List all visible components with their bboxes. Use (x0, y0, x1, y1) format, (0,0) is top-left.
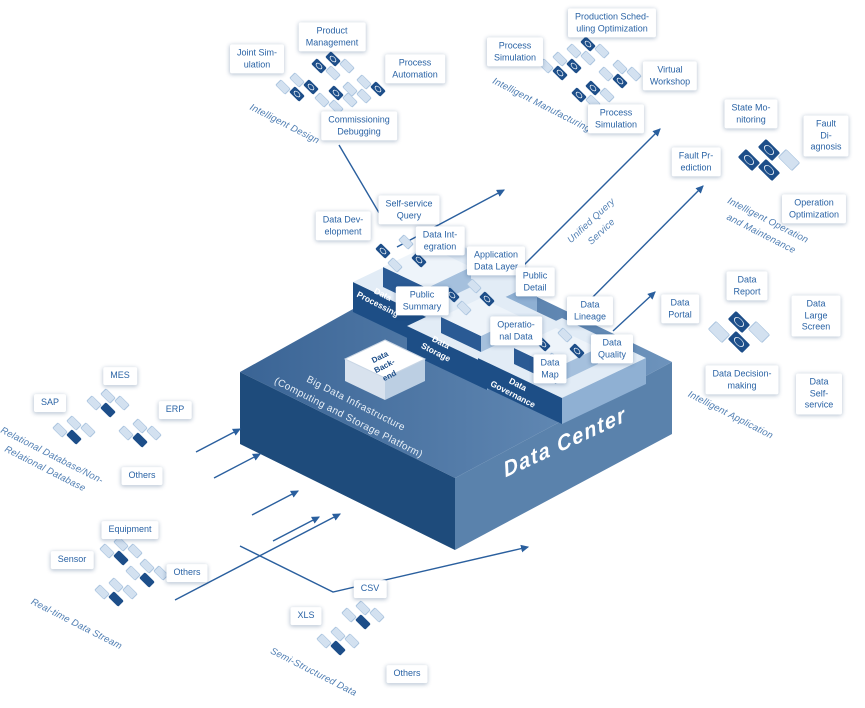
flow-arrow (612, 291, 656, 332)
block-face (383, 246, 471, 288)
flow-arrow (272, 516, 320, 542)
label-others-relational: Others (121, 467, 163, 485)
flow-arrow (396, 189, 505, 248)
label-application-data-layer: Application Data Layer (466, 246, 526, 276)
flow-arrow (574, 185, 704, 316)
label-process-automation: Process Automation (385, 54, 445, 84)
label-sensor: Sensor (50, 551, 94, 569)
label-production-scheduling-optimization: Production Sched- uling Optimization (567, 8, 657, 38)
flow-arrow (174, 513, 341, 601)
block-face (385, 359, 425, 400)
block-face (441, 317, 481, 352)
label-others-semi: Others (386, 665, 428, 683)
label-process-simulation-2: Process Simulation (587, 104, 645, 134)
label-others-realtime: Others (166, 564, 208, 582)
label-xls: XLS (290, 607, 322, 625)
label-process-simulation-1: Process Simulation (486, 37, 544, 67)
label-csv: CSV (353, 580, 387, 598)
block-face (407, 326, 487, 390)
label-data-lineage: Data Lineage (566, 296, 614, 326)
label-data-quality: Data Quality (590, 334, 634, 364)
flow-line (338, 144, 386, 224)
block-face (345, 359, 385, 400)
label-operation-optimization: Operation Optimization (781, 194, 847, 224)
label-data-integration: Data Int- egration (415, 226, 465, 256)
label-fault-prediction: Fault Pr- ediction (671, 147, 721, 177)
flow-arrow (251, 490, 299, 516)
block-face (478, 358, 562, 424)
flow-arrow (213, 453, 261, 479)
label-fault-diagnosis: Fault Di- agnosis (803, 115, 849, 157)
flow-arrow (517, 128, 661, 272)
label-sap: SAP (33, 394, 67, 412)
label-data-report: Data Report (726, 271, 768, 301)
label-data-development: Data Dev- elopment (315, 211, 371, 241)
flow-arrow (239, 544, 530, 593)
label-state-monitoring: State Mo- nitoring (724, 99, 778, 129)
platform-right-face (455, 362, 672, 550)
block-data-backend (343, 339, 427, 400)
label-public-detail: Public Detail (515, 267, 555, 297)
label-self-service-query: Self-service Query (378, 195, 440, 225)
label-public-summary: Public Summary (395, 286, 449, 316)
label-virtual-workshop: Virtual Workshop (642, 61, 698, 91)
label-equipment: Equipment (101, 521, 159, 539)
label-erp: ERP (158, 401, 192, 419)
label-mes: MES (103, 367, 137, 385)
label-data-large-screen: Data Large Screen (791, 295, 841, 337)
platform-left-face (240, 372, 455, 550)
label-joint-simulation: Joint Sim- ulation (229, 44, 285, 74)
label-product-management: Product Management (298, 22, 366, 52)
block-face (562, 358, 646, 424)
label-commissioning-debugging: Commissioning Debugging (321, 111, 397, 141)
label-operational-data: Operatio- nal Data (490, 316, 542, 346)
flow-arrows (174, 128, 704, 601)
label-data-portal: Data Portal (661, 294, 699, 324)
flow-arrow (195, 428, 241, 453)
label-data-decision-making: Data Decision- making (705, 365, 779, 395)
label-data-self-service: Data Self- service (796, 373, 842, 415)
block-face (343, 339, 427, 379)
label-data-map: Data Map (533, 354, 567, 384)
